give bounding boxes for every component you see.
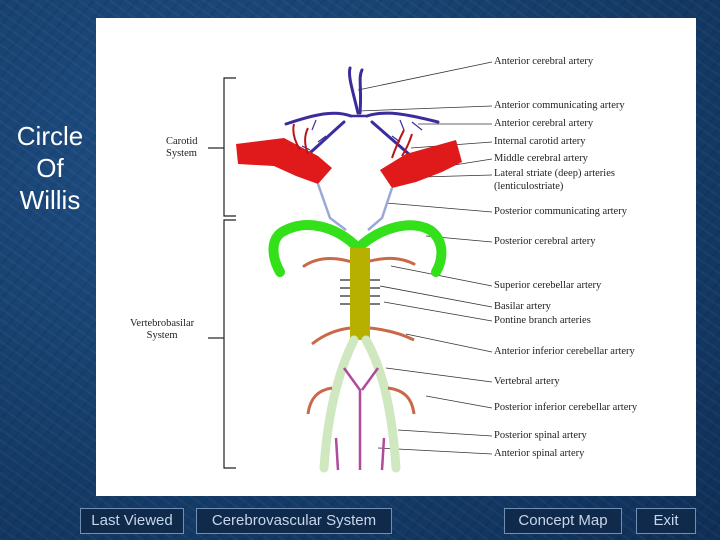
vertebral-arteries: [319, 335, 401, 473]
carotid-system-line-1: Carotid: [166, 136, 198, 147]
title-line-3: Willis: [19, 185, 81, 215]
label-posterior-spinal-artery: Posterior spinal artery: [494, 430, 587, 441]
label-vertebral-artery: Vertebral artery: [494, 376, 560, 387]
label-internal-carotid-artery: Internal carotid artery: [494, 136, 586, 147]
circle-of-willis-diagram: Carotid System Vertebrobasilar System An…: [96, 18, 696, 496]
lenticulostriate-branches: [292, 123, 413, 159]
label-superior-cerebellar-artery: Superior cerebellar artery: [494, 280, 602, 291]
carotid-system-label: Carotid System: [166, 136, 198, 160]
basilar-artery: [350, 248, 370, 340]
title-line-1: Circle: [16, 121, 84, 151]
carotid-system-line-2: System: [166, 148, 197, 159]
pica: [306, 386, 416, 415]
aica: [311, 326, 415, 346]
pontine-branches: [340, 279, 380, 305]
exit-button[interactable]: Exit: [636, 508, 696, 534]
vertebrobasilar-system-line-2: System: [146, 330, 178, 341]
spinal-arteries: [334, 367, 386, 471]
carotid-bracket: [223, 77, 236, 217]
label-basilar-artery: Basilar artery: [494, 301, 551, 312]
slide-title: Circle Of Willis: [4, 120, 96, 216]
vertebrobasilar-system-label: Vertebrobasilar System: [130, 318, 194, 342]
carotid-arteries: [236, 138, 462, 188]
superior-cerebellar-arteries: [302, 256, 416, 268]
label-posterior-communicating-artery: Posterior communicating artery: [494, 206, 627, 217]
title-line-2: Of: [36, 153, 64, 183]
label-anterior-spinal-artery: Anterior spinal artery: [494, 448, 585, 459]
posterior-communicating: [316, 183, 394, 231]
label-middle-cerebral-artery: Middle cerebral artery: [494, 153, 588, 164]
label-pontine-branch-arteries: Pontine branch arteries: [494, 315, 591, 326]
label-anterior-cerebral-artery: Anterior cerebral artery: [494, 56, 594, 67]
cerebrovascular-system-button[interactable]: Cerebrovascular System: [196, 508, 392, 534]
label-lateral-striate-arteries: Lateral striate (deep) arteries: [494, 168, 615, 179]
label-anterior-inferior-cerebellar-artery: Anterior inferior cerebellar artery: [494, 346, 635, 357]
last-viewed-button[interactable]: Last Viewed: [80, 508, 184, 534]
concept-map-button[interactable]: Concept Map: [504, 508, 622, 534]
label-posterior-inferior-cerebellar-artery: Posterior inferior cerebellar artery: [494, 402, 638, 413]
label-anterior-cerebral-artery-2: Anterior cerebral artery: [494, 118, 594, 129]
vertebrobasilar-system-line-1: Vertebrobasilar: [130, 318, 195, 329]
label-posterior-cerebral-artery: Posterior cerebral artery: [494, 236, 596, 247]
artery-illustration: [208, 61, 493, 473]
posterior-cerebral-arteries: [268, 220, 447, 277]
vertebrobasilar-bracket: [223, 219, 236, 469]
anterior-cerebral-arteries: [284, 66, 440, 170]
label-anterior-communicating-artery: Anterior communicating artery: [494, 100, 625, 111]
label-lenticulostriate: (lenticulostriate): [494, 181, 564, 192]
system-brackets: [208, 77, 236, 469]
